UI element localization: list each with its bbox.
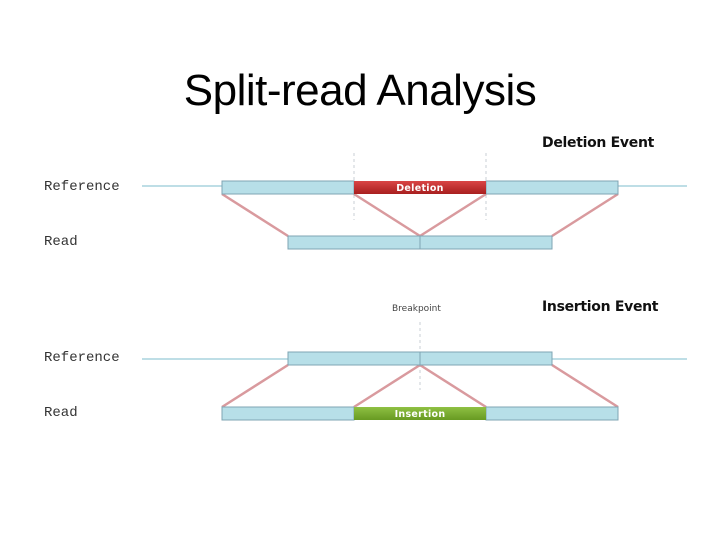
deletion-read-label: Read xyxy=(44,234,78,250)
insertion-block xyxy=(354,407,486,420)
insertion-read-segment-left xyxy=(221,406,355,421)
deletion-block xyxy=(354,181,486,194)
insertion-connector xyxy=(551,363,619,409)
insertion-read-segment-right xyxy=(485,406,619,421)
deletion-connector xyxy=(419,192,487,238)
insertion-reference-label: Reference xyxy=(44,350,120,366)
insertion-diagram: Insertion xyxy=(142,322,687,421)
deletion-event-title: Deletion Event xyxy=(542,135,655,151)
insertion-reference-segment-right xyxy=(419,351,553,366)
deletion-read-segment-left xyxy=(287,235,421,250)
breakpoint-label: Breakpoint xyxy=(392,304,441,314)
insertion-connector xyxy=(419,363,487,409)
deletion-connector xyxy=(353,192,421,238)
insertion-block-label: Insertion xyxy=(395,409,446,420)
deletion-reference-segment-right xyxy=(485,180,619,195)
insertion-connector xyxy=(221,363,289,409)
insertion-read-label: Read xyxy=(44,405,78,421)
page-title: Split-read Analysis xyxy=(183,66,537,115)
insertion-reference-segment-left xyxy=(287,351,421,366)
deletion-reference-segment-left xyxy=(221,180,355,195)
deletion-connector xyxy=(551,192,619,238)
deletion-read-segment-right xyxy=(419,235,553,250)
deletion-block-label: Deletion xyxy=(396,183,444,194)
deletion-diagram: Deletion xyxy=(142,153,687,250)
insertion-event-title: Insertion Event xyxy=(542,299,659,315)
deletion-reference-label: Reference xyxy=(44,179,120,195)
insertion-connector xyxy=(353,363,421,409)
deletion-connector xyxy=(221,192,289,238)
